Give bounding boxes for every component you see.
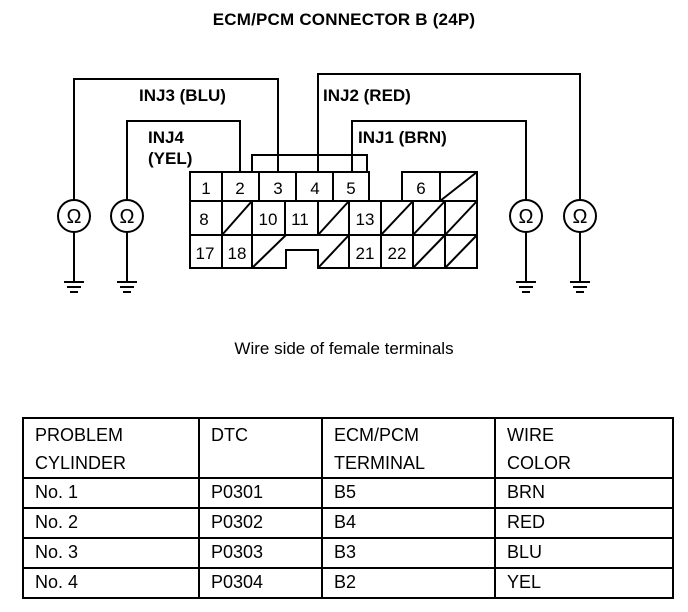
header-line: CYLINDER: [35, 453, 127, 473]
cell-terminal: B4: [321, 507, 496, 539]
header-line: COLOR: [507, 453, 572, 473]
header-line: WIRE: [507, 425, 554, 445]
pin-22: 22: [388, 244, 407, 263]
wire-inj3: [73, 78, 279, 200]
header-dtc: DTC: [198, 417, 323, 479]
label-inj4-line2: (YEL): [148, 149, 192, 168]
cell-wire-color: YEL: [494, 567, 674, 599]
header-line: TERMINAL: [334, 453, 426, 473]
connector-b: 1 2 3 4 5 6 8 10 11 13 17 18 21 22: [189, 154, 478, 269]
label-inj4-line1: INJ4: [148, 128, 184, 147]
header-ecm-terminal: ECM/PCM TERMINAL: [321, 417, 496, 479]
label-inj1: INJ1 (BRN): [358, 128, 447, 147]
wire-inj4: [126, 120, 241, 200]
table-row: No. 2 P0302 B4 RED: [22, 507, 674, 539]
ohm-icon: Ω: [573, 206, 588, 228]
header-line: DTC: [211, 425, 248, 445]
table-row: No. 1 P0301 B5 BRN: [22, 477, 674, 509]
ohm-icon: Ω: [519, 206, 534, 228]
pin-5: 5: [346, 179, 355, 198]
cell-cylinder: No. 2: [22, 507, 200, 539]
header-line: PROBLEM: [35, 425, 124, 445]
pin-4: 4: [310, 179, 319, 198]
pin-18: 18: [228, 244, 247, 263]
cell-terminal: B5: [321, 477, 496, 509]
ohmmeter-inj2: Ω: [563, 199, 597, 293]
ohmmeter-inj4: Ω: [110, 199, 144, 293]
wire-inj1: [351, 120, 527, 200]
ohmmeter-inj3: Ω: [57, 199, 91, 293]
pin-17: 17: [196, 244, 215, 263]
table-row: No. 3 P0303 B3 BLU: [22, 537, 674, 569]
diagram-title: ECM/PCM CONNECTOR B (24P): [212, 10, 476, 29]
header-wire-color: WIRE COLOR: [494, 417, 674, 479]
pin-3: 3: [273, 179, 282, 198]
pin-1: 1: [201, 179, 210, 198]
pin-21: 21: [356, 244, 375, 263]
cell-terminal: B2: [321, 567, 496, 599]
pin-10: 10: [259, 210, 278, 229]
cell-wire-color: RED: [494, 507, 674, 539]
diagram-caption: Wire side of female terminals: [234, 339, 454, 358]
cell-dtc: P0302: [198, 507, 323, 539]
cell-cylinder: No. 4: [22, 567, 200, 599]
cell-wire-color: BLU: [494, 537, 674, 569]
pin-8: 8: [199, 210, 208, 229]
label-inj3: INJ3 (BLU): [139, 86, 226, 105]
pin-6: 6: [416, 179, 425, 198]
injector-table: PROBLEM CYLINDER DTC ECM/PCM TERMINAL WI…: [22, 417, 674, 599]
cell-wire-color: BRN: [494, 477, 674, 509]
pin-2: 2: [235, 179, 244, 198]
ohm-icon: Ω: [120, 206, 135, 228]
ohm-icon: Ω: [67, 206, 82, 228]
table-header-row: PROBLEM CYLINDER DTC ECM/PCM TERMINAL WI…: [22, 417, 674, 479]
cell-cylinder: No. 3: [22, 537, 200, 569]
connector-diagram: INJ3 (BLU) INJ2 (RED) INJ4 (YEL) INJ1 (B…: [57, 73, 597, 293]
pin-13: 13: [356, 210, 375, 229]
ohmmeter-inj1: Ω: [509, 199, 543, 293]
pin-11: 11: [291, 210, 309, 229]
cell-dtc: P0301: [198, 477, 323, 509]
header-problem-cylinder: PROBLEM CYLINDER: [22, 417, 200, 479]
label-inj2: INJ2 (RED): [323, 86, 411, 105]
cell-cylinder: No. 1: [22, 477, 200, 509]
cell-terminal: B3: [321, 537, 496, 569]
cell-dtc: P0303: [198, 537, 323, 569]
header-line: ECM/PCM: [334, 425, 419, 445]
table-row: No. 4 P0304 B2 YEL: [22, 567, 674, 599]
cell-dtc: P0304: [198, 567, 323, 599]
wire-inj2: [317, 73, 581, 200]
